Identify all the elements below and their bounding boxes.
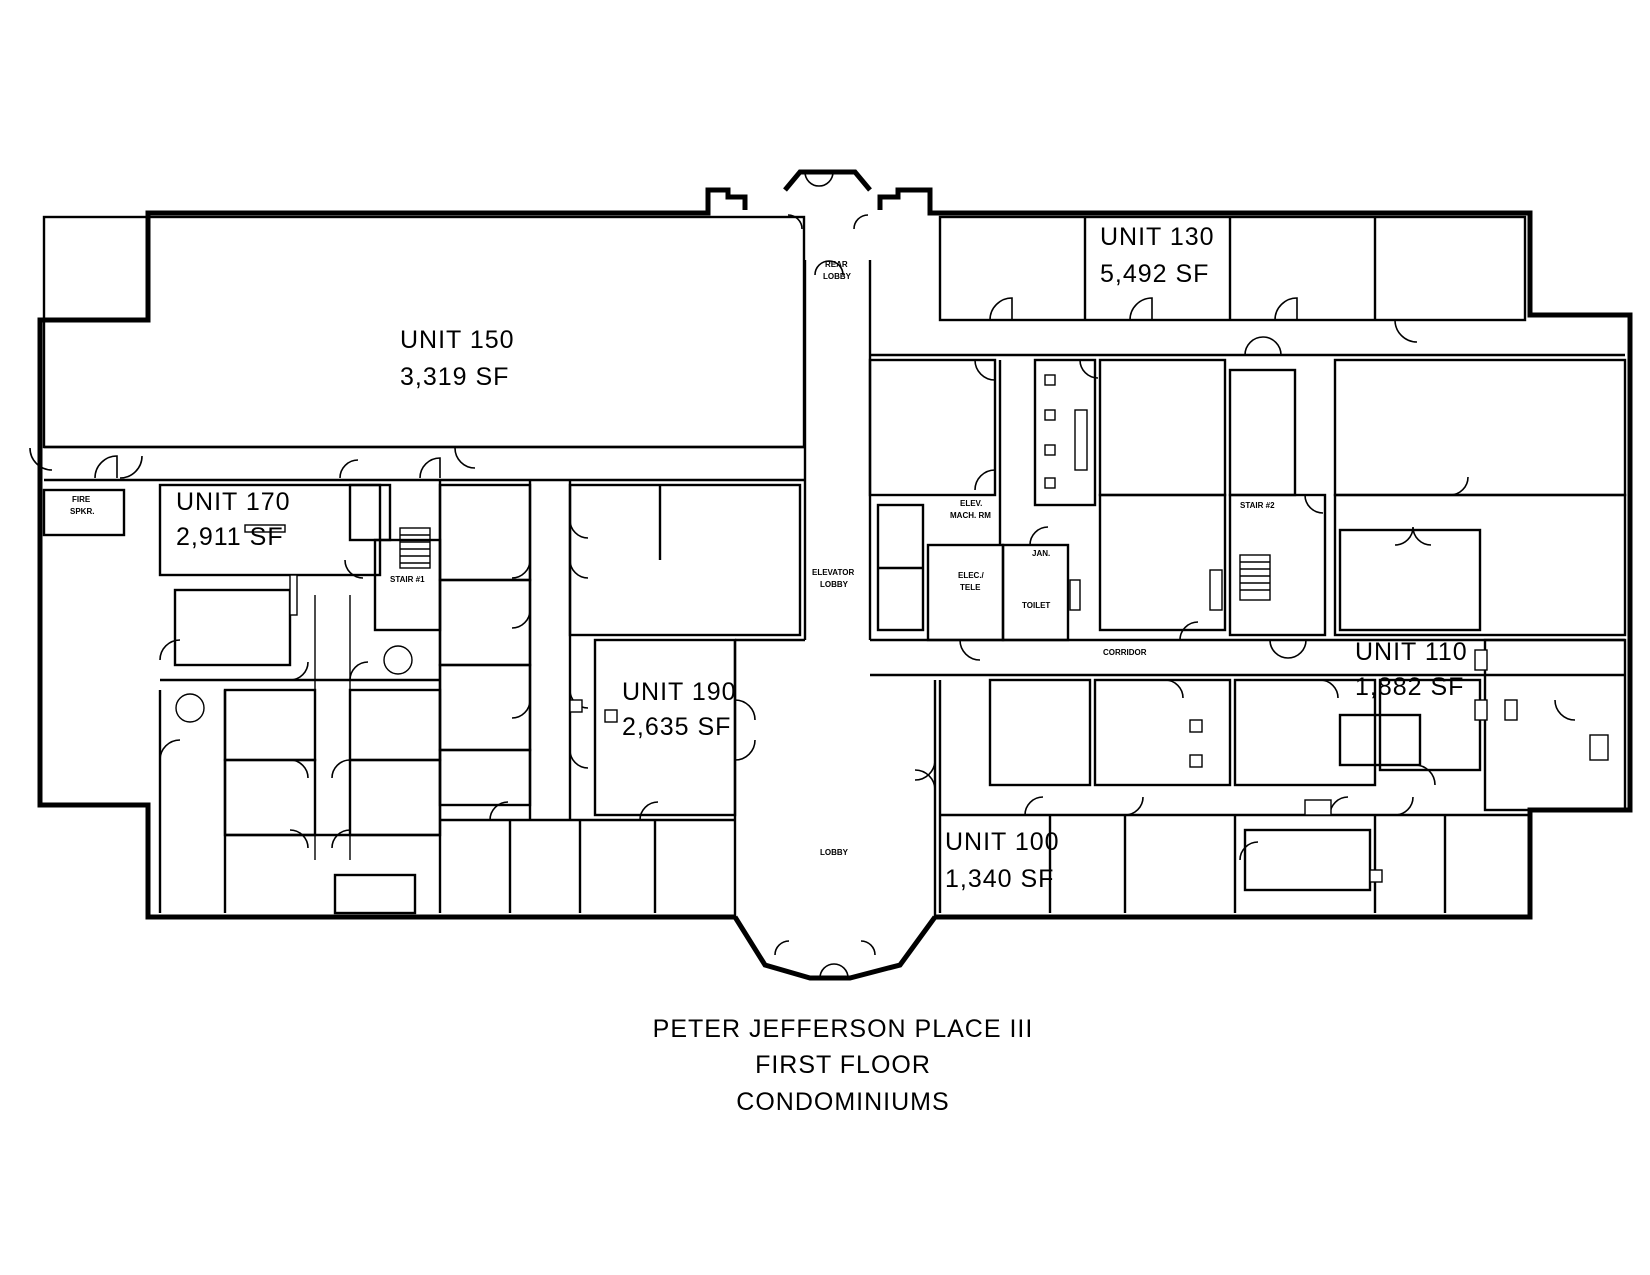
- stair-2-treads: [1239, 554, 1271, 601]
- room-labels: REAR LOBBY ELEVATOR LOBBY LOBBY ELEV. MA…: [70, 260, 1275, 857]
- stair-2-label: STAIR #2: [1240, 501, 1275, 510]
- title-block: PETER JEFFERSON PLACE III FIRST FLOOR CO…: [653, 1015, 1034, 1116]
- rear-lobby-label-2: LOBBY: [823, 272, 852, 281]
- unit-labels: UNIT 150 3,319 SF UNIT 130 5,492 SF UNIT…: [176, 223, 1468, 893]
- corridor-label: CORRIDOR: [1103, 648, 1147, 657]
- fixtures: [175, 374, 1609, 883]
- lobby-label: LOBBY: [820, 848, 849, 857]
- stair-1-treads: [399, 527, 431, 569]
- unit-170-name: UNIT 170: [176, 488, 291, 516]
- unit-110-area: 1,882 SF: [1355, 673, 1464, 701]
- rear-lobby-label: REAR: [825, 260, 848, 269]
- elevator-lobby-label: ELEVATOR: [812, 568, 854, 577]
- title-type: CONDOMINIUMS: [736, 1088, 949, 1116]
- unit-190-name: UNIT 190: [622, 678, 737, 706]
- unit-130-area: 5,492 SF: [1100, 260, 1209, 288]
- fire-spkr-label: FIRE: [72, 495, 91, 504]
- toilet-label: TOILET: [1022, 601, 1050, 610]
- elev-mach-rm-label-2: MACH. RM: [950, 511, 991, 520]
- title-floor: FIRST FLOOR: [755, 1051, 931, 1079]
- interior-walls: [42, 215, 1627, 917]
- unit-150-name: UNIT 150: [400, 326, 515, 354]
- stair-1-label: STAIR #1: [390, 575, 425, 584]
- elev-mach-rm-label: ELEV.: [960, 499, 982, 508]
- unit-130-name: UNIT 130: [1100, 223, 1215, 251]
- unit-190-area: 2,635 SF: [622, 713, 731, 741]
- elevator-lobby-label-2: LOBBY: [820, 580, 849, 589]
- title-building: PETER JEFFERSON PLACE III: [653, 1015, 1034, 1043]
- jan-label: JAN.: [1032, 549, 1050, 558]
- unit-170-area: 2,911 SF: [176, 523, 284, 551]
- unit-150-area: 3,319 SF: [400, 363, 509, 391]
- unit-100-name: UNIT 100: [945, 828, 1060, 856]
- fire-spkr-label-2: SPKR.: [70, 507, 94, 516]
- unit-100-area: 1,340 SF: [945, 865, 1054, 893]
- elec-tele-label: ELEC./: [958, 571, 985, 580]
- elec-tele-label-2: TELE: [960, 583, 981, 592]
- unit-110-name: UNIT 110: [1355, 638, 1468, 666]
